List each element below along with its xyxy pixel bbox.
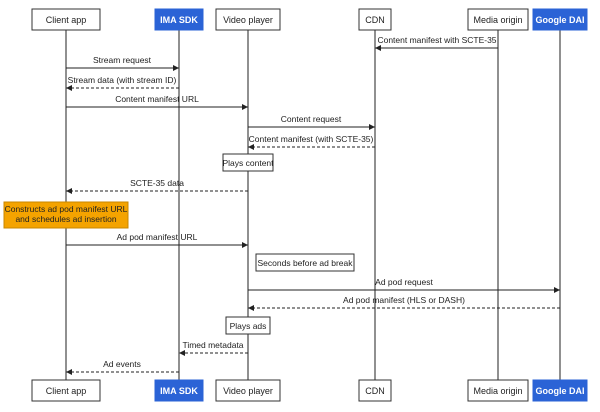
svg-text:Plays ads: Plays ads (230, 321, 267, 331)
participant-bottom-ima: IMA SDK (154, 379, 204, 402)
svg-text:Plays content: Plays content (222, 158, 274, 168)
svg-text:Client app: Client app (46, 15, 87, 25)
note-seconds-before-ad-break: Seconds before ad break (255, 253, 355, 272)
svg-text:Google DAI: Google DAI (536, 386, 585, 396)
participant-top-ima: IMA SDK (154, 8, 204, 31)
svg-text:Ad events: Ad events (103, 359, 141, 369)
message-content-manifest-scte35: Content manifest with SCTE-35 (375, 35, 498, 51)
participant-bottom-client: Client app (31, 379, 101, 402)
svg-text:Google DAI: Google DAI (536, 15, 585, 25)
participant-bottom-dai: Google DAI (532, 379, 588, 402)
svg-text:Stream data (with stream ID): Stream data (with stream ID) (68, 75, 177, 85)
svg-text:Content manifest (with SCTE-35: Content manifest (with SCTE-35) (249, 134, 374, 144)
participant-bottom-origin: Media origin (467, 379, 529, 402)
message-ad-events: Ad events (66, 359, 179, 375)
svg-text:CDN: CDN (365, 386, 385, 396)
svg-text:Stream request: Stream request (93, 55, 152, 65)
message-content-request: Content request (248, 114, 375, 130)
svg-text:Media origin: Media origin (473, 15, 522, 25)
message-scte35-data: SCTE-35 data (66, 178, 248, 194)
svg-text:Ad pod manifest URL: Ad pod manifest URL (117, 232, 198, 242)
svg-text:Client app: Client app (46, 386, 87, 396)
message-stream-data: Stream data (with stream ID) (66, 75, 179, 91)
participant-bottom-player: Video player (215, 379, 281, 402)
svg-text:Content request: Content request (281, 114, 342, 124)
participant-top-client: Client app (31, 8, 101, 31)
message-content-manifest-url: Content manifest URL (66, 94, 248, 110)
message-timed-metadata: Timed metadata (179, 340, 248, 356)
participant-top-dai: Google DAI (532, 8, 588, 31)
message-content-manifest-response: Content manifest (with SCTE-35) (248, 134, 375, 150)
svg-text:Content manifest with SCTE-35: Content manifest with SCTE-35 (377, 35, 496, 45)
participant-top-cdn: CDN (358, 8, 392, 31)
svg-text:Seconds before ad break: Seconds before ad break (258, 258, 354, 268)
message-ad-pod-manifest-url: Ad pod manifest URL (66, 232, 248, 248)
svg-text:SCTE-35 data: SCTE-35 data (130, 178, 184, 188)
note-plays-content: Plays content (222, 153, 274, 172)
svg-text:Ad pod request: Ad pod request (375, 277, 433, 287)
message-ad-pod-manifest: Ad pod manifest (HLS or DASH) (248, 295, 560, 311)
svg-text:CDN: CDN (365, 15, 385, 25)
message-ad-pod-request: Ad pod request (248, 277, 560, 293)
svg-text:Media origin: Media origin (473, 386, 522, 396)
svg-text:IMA SDK: IMA SDK (160, 386, 198, 396)
participant-top-origin: Media origin (467, 8, 529, 31)
participant-top-player: Video player (215, 8, 281, 31)
svg-text:Timed metadata: Timed metadata (182, 340, 243, 350)
svg-text:Video player: Video player (223, 15, 273, 25)
svg-text:IMA SDK: IMA SDK (160, 15, 198, 25)
svg-text:Ad pod manifest (HLS or DASH): Ad pod manifest (HLS or DASH) (343, 295, 465, 305)
message-stream-request: Stream request (66, 55, 179, 71)
svg-text:Content manifest URL: Content manifest URL (115, 94, 199, 104)
note-plays-ads: Plays ads (225, 316, 271, 335)
svg-text:Video player: Video player (223, 386, 273, 396)
participant-bottom-cdn: CDN (358, 379, 392, 402)
